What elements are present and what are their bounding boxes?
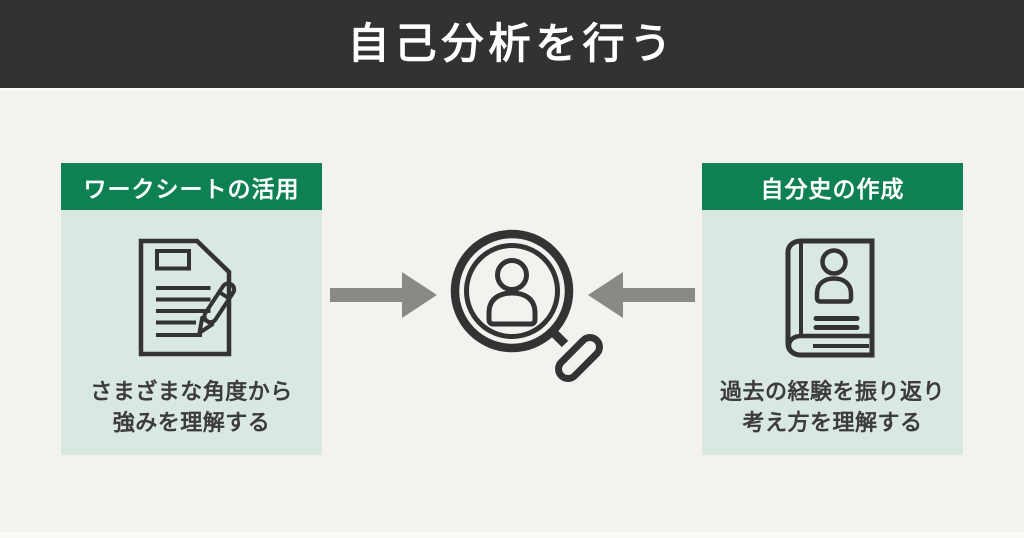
personal-history-book-icon [785, 238, 877, 359]
panel-worksheet-description: さまざまな角度から 強みを理解する [61, 377, 322, 439]
title-bar: 自己分析を行う [0, 0, 1024, 91]
panel-personal-history-description-line1: 過去の経験を振り返り [719, 379, 945, 405]
bottom-strip [0, 532, 1024, 538]
arrow-left-icon [588, 272, 695, 318]
panel-worksheet-header: ワークシートの活用 [61, 163, 322, 210]
panel-worksheet-header-label: ワークシートの活用 [83, 175, 300, 202]
page-title: 自己分析を行う [347, 20, 677, 67]
panel-personal-history-header: 自分史の作成 [702, 163, 963, 210]
arrow-right-icon [330, 272, 437, 318]
panel-worksheet: ワークシートの活用 さまざまな角度から 強みを理解する [61, 163, 322, 455]
panel-personal-history-description: 過去の経験を振り返り 考え方を理解する [702, 377, 963, 439]
panel-personal-history-header-label: 自分史の作成 [760, 175, 905, 202]
panel-personal-history: 自分史の作成 過去の経験を振り返り 考え方を理解する [702, 163, 963, 455]
panel-personal-history-description-line2: 考え方を理解する [742, 410, 923, 436]
panel-worksheet-description-line2: 強みを理解する [112, 410, 271, 436]
worksheet-document-pencil-icon [138, 238, 244, 357]
magnifier-person-icon [448, 227, 608, 393]
panel-worksheet-description-line1: さまざまな角度から [90, 379, 293, 405]
